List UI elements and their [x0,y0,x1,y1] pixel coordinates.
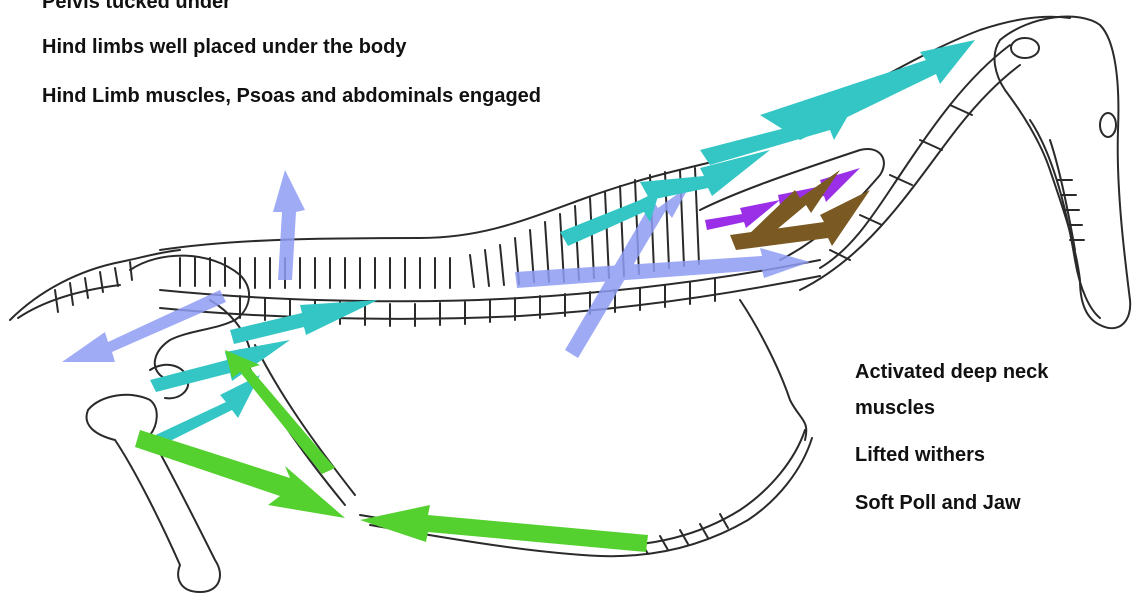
muscle-arrows [62,40,975,552]
label-lifted-withers: Lifted withers [855,443,985,467]
skull [995,17,1131,329]
ribcage-back [740,300,806,440]
teal-arrow-neck-1 [760,40,975,140]
label-hind-limb-muscles: Hind Limb muscles, Psoas and abdominals … [42,84,541,108]
teal-arrow-neck-2 [700,95,860,165]
blue-arrow-tail [62,290,226,362]
green-arrow-sternum [360,505,648,552]
green-arrow-leg-up [225,350,335,474]
label-soft-poll-jaw: Soft Poll and Jaw [855,491,1021,515]
label-deep-neck: Activated deep neck [855,360,1048,384]
jaw [1030,120,1100,318]
label-pelvis-tucked: Pelvis tucked under [42,0,231,14]
skull-opening [1100,113,1116,137]
tail-vertebrae [10,250,180,320]
label-hind-limbs: Hind limbs well placed under the body [42,35,407,59]
green-arrows [135,350,648,552]
costal-cartilages [640,514,728,554]
eye-socket [1011,38,1039,58]
teal-arrow-psoas-1 [230,300,378,344]
label-muscles: muscles [855,396,935,420]
blue-arrow-back-long [515,248,810,288]
